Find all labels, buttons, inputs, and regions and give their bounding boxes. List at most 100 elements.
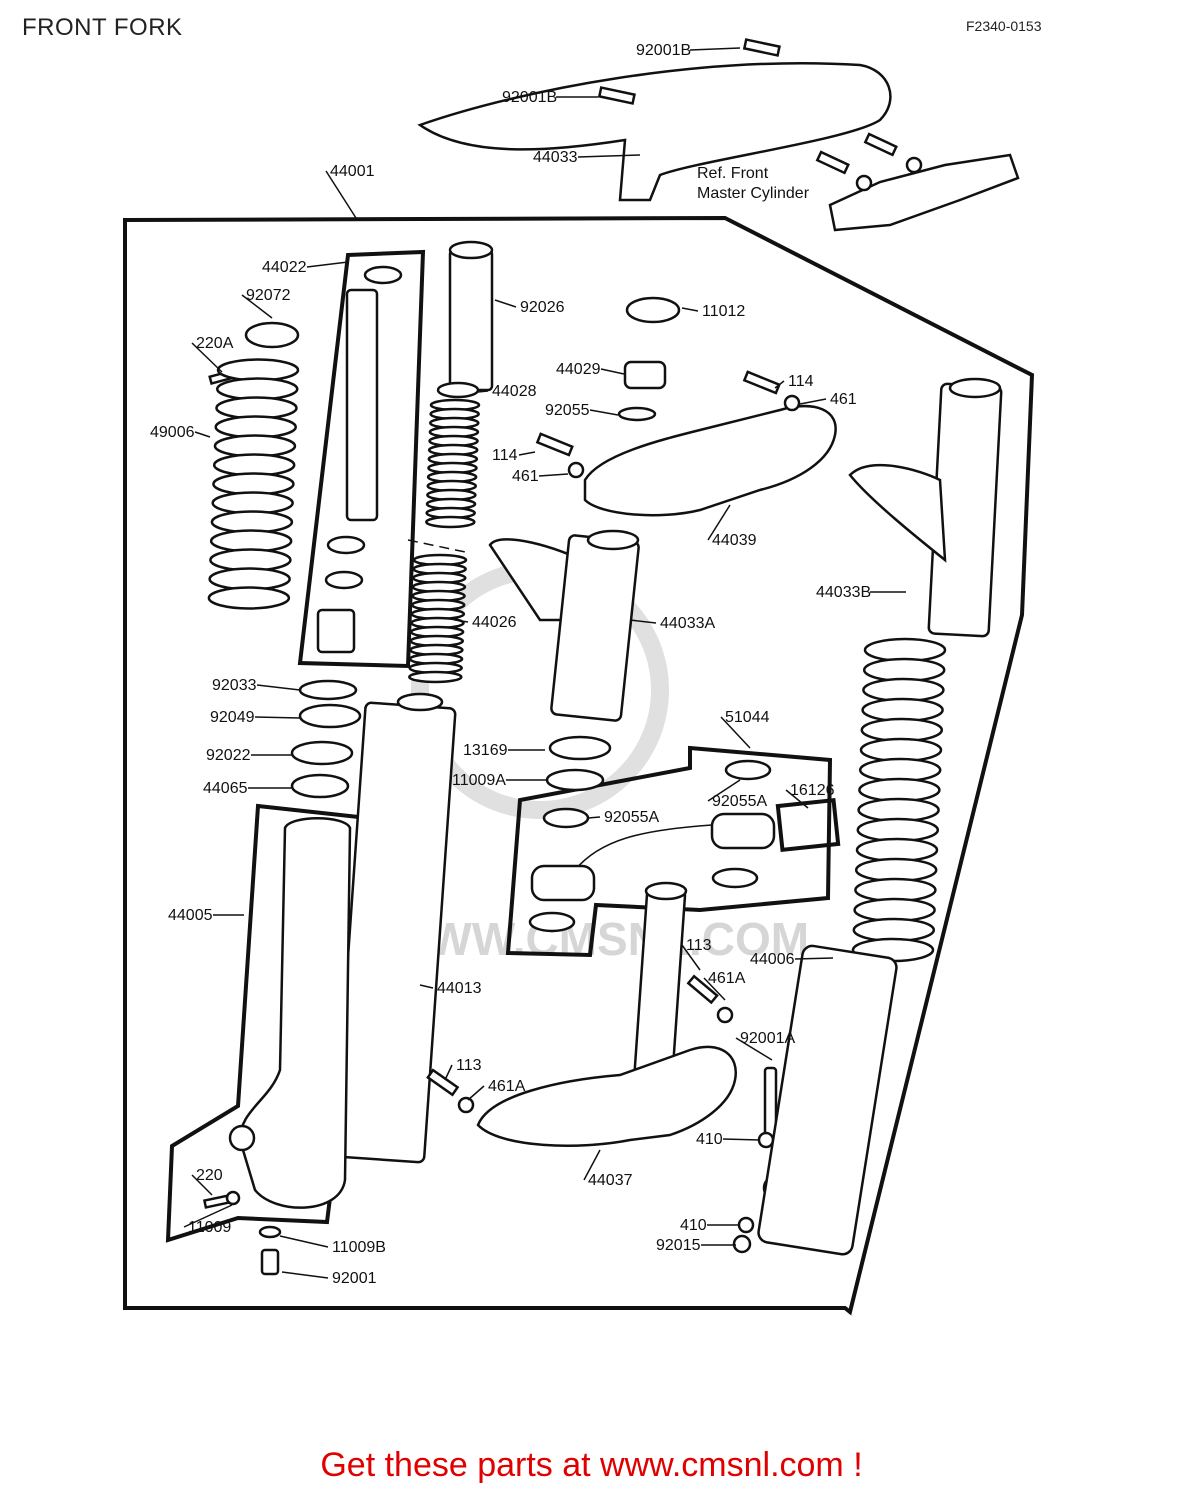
callout-leader: [241, 294, 273, 319]
callout-label: 92049: [210, 709, 255, 726]
footer-link[interactable]: Get these parts at www.cmsnl.com !: [320, 1446, 863, 1484]
callout-label: 51044: [725, 709, 770, 726]
callout-label: 11009B: [332, 1239, 386, 1256]
callout-label: 220: [196, 1167, 223, 1184]
coil-turn: [858, 777, 941, 803]
o-ring-92055: [617, 406, 657, 422]
washer-461-right: [783, 394, 801, 412]
callout-label: 44033B: [816, 584, 871, 601]
callout-label: 44022: [262, 259, 307, 276]
fork-boot-right: [851, 637, 947, 963]
callout-leader: [799, 398, 827, 405]
callout-label: 461: [830, 391, 857, 408]
coil-turn: [860, 717, 944, 743]
piston-ring-a: [326, 535, 366, 555]
headlight-bracket-right: [848, 463, 947, 563]
inner-tube-group-box: [297, 249, 426, 669]
coil-turn: [857, 797, 940, 823]
fork-cover-top: [586, 529, 640, 551]
callout-leader: [681, 307, 699, 312]
callout-leader: [494, 299, 517, 308]
fork-cover-right-top: [948, 377, 1002, 399]
page-title: FRONT FORK: [22, 14, 183, 41]
bolt-113-lower: [426, 1068, 460, 1097]
callout-leader: [785, 789, 809, 809]
callout-label: 49006: [150, 424, 195, 441]
damper-rod: [345, 288, 379, 522]
exploded-parts-diagram: WWW.CMSNL.COM: [123, 38, 1035, 1316]
callout-label: 16126: [790, 782, 835, 799]
callout-label: 92072: [246, 287, 291, 304]
washer-461-left: [567, 461, 585, 479]
callout-label: 44005: [168, 907, 213, 924]
washer-11009b: [258, 1225, 282, 1239]
coil-turn: [408, 670, 463, 684]
callout-leader: [325, 170, 357, 219]
callout-leader: [256, 684, 301, 691]
callout-label: 44026: [472, 614, 517, 631]
callout-label: 44033A: [660, 615, 715, 632]
fork-boot-left: [207, 358, 300, 610]
callout-leader: [774, 380, 785, 389]
spacer-pipe: [448, 248, 494, 392]
washer-461a-upper: [716, 1006, 734, 1024]
callout-label: 92033: [212, 677, 257, 694]
washer-11009: [225, 1190, 241, 1206]
callout-label: 13169: [463, 742, 508, 759]
callout-leader: [419, 984, 434, 989]
callout-leader: [794, 957, 834, 960]
bolt-clamp-a: [815, 150, 850, 175]
callout-leader: [538, 473, 569, 477]
callout-label: 92015: [656, 1237, 701, 1254]
banjo-fitting-right: [710, 812, 776, 850]
callout-label: 44013: [437, 980, 482, 997]
outer-fork-tube-left: [238, 817, 352, 1209]
callout-leader: [703, 977, 726, 1001]
callout-leader: [467, 1085, 485, 1101]
gasket-11009a: [545, 768, 605, 792]
coil-turn: [854, 877, 937, 903]
damper-rod-top: [363, 265, 403, 285]
coil-turn: [855, 837, 939, 863]
callout-label: 11012: [702, 303, 745, 320]
coil-turn: [862, 657, 946, 683]
bolt-113-upper: [686, 974, 719, 1005]
bolt-clamp-b: [863, 132, 898, 157]
callout-label: 92055: [545, 402, 590, 419]
callout-label: 11009A: [452, 772, 506, 789]
coil-turn: [856, 817, 940, 843]
callout-labels: 92001B92001B44033440014402292072220A4900…: [150, 42, 906, 1287]
coil-turn: [853, 897, 936, 923]
coil-turn: [858, 757, 942, 783]
oil-lock-piece: [316, 608, 356, 654]
callout-label: 92001B: [636, 42, 691, 59]
washer-410-upper: [757, 1131, 775, 1149]
callout-leader: [191, 342, 223, 373]
ref-note-line-1: Ref. Front: [697, 165, 769, 182]
callout-label: 44033: [533, 149, 578, 166]
coil-turn: [863, 637, 947, 663]
callout-label: 44065: [203, 780, 248, 797]
callout-label: 44006: [750, 951, 795, 968]
nut-92015: [732, 1234, 752, 1254]
coil-turn: [862, 677, 945, 703]
oil-line-group-box: [505, 745, 833, 958]
callout-leader: [183, 1204, 233, 1228]
cap-bolt-44029: [623, 360, 667, 390]
callout-leader: [689, 47, 741, 51]
callout-label: 92055A: [604, 809, 659, 826]
upper-triple-clamp: [583, 405, 837, 517]
guide-13169: [548, 735, 612, 761]
bushing-44065: [290, 773, 350, 799]
callout-leader: [707, 779, 741, 802]
callout-leader: [587, 816, 601, 819]
fork-spring-lower: [408, 553, 468, 684]
outer-fork-tube-right: [757, 944, 898, 1256]
washer-410-lower: [737, 1216, 755, 1234]
coil-turn: [859, 737, 943, 763]
callout-leader: [194, 431, 211, 438]
callout-leader: [735, 1037, 773, 1061]
callout-leader: [681, 944, 701, 971]
seal-92033: [298, 679, 358, 701]
callout-leader: [191, 1174, 213, 1196]
